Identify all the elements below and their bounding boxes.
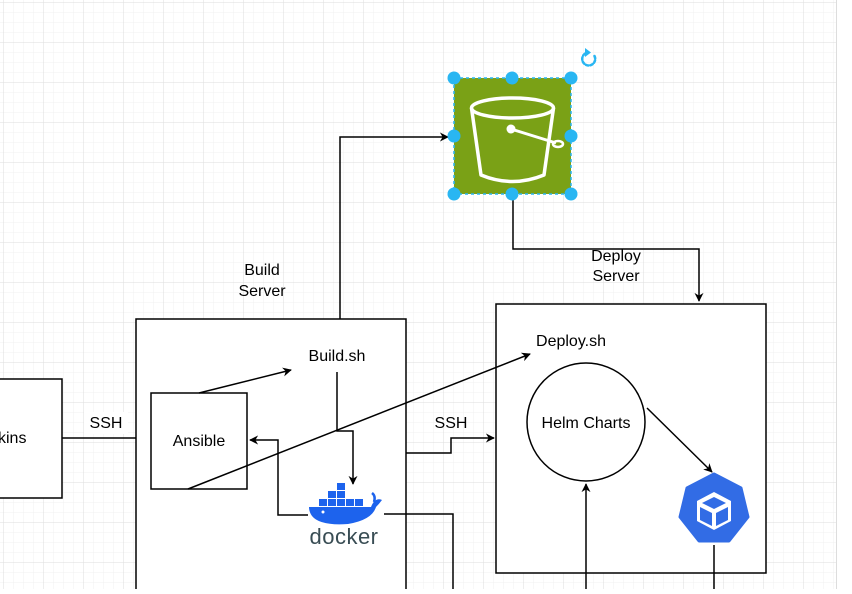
resize-handle-top-right[interactable] <box>564 71 578 85</box>
s3-bucket-icon[interactable] <box>453 77 572 195</box>
helm-to-kubernetes-connector[interactable] <box>646 407 713 473</box>
helm-charts-circle[interactable] <box>526 362 646 482</box>
ansible-to-deploy-sh-connector[interactable] <box>187 352 531 490</box>
docker-to-ansible-connector[interactable] <box>249 435 308 516</box>
resize-handle-bottom-right[interactable] <box>564 187 578 201</box>
deploy-server-label-line1: Deploy <box>591 248 641 265</box>
deploy-server-label-line2: Server <box>592 268 640 285</box>
build-sh-to-docker-connector[interactable] <box>336 372 358 485</box>
s3-to-deploy-connector[interactable] <box>512 196 704 302</box>
resize-handle-bottom[interactable] <box>505 187 519 201</box>
helm-charts-label: Helm Charts <box>542 415 631 432</box>
ssh-right-label: SSH <box>435 415 468 432</box>
build-server-label-line1: Build <box>244 262 280 279</box>
ansible-to-build-sh-connector[interactable] <box>198 367 292 394</box>
docker-whale-icon[interactable]: docker <box>309 483 382 549</box>
resize-handle-bottom-left[interactable] <box>447 187 461 201</box>
ansible-label: Ansible <box>173 433 226 450</box>
build-sh-label[interactable]: Build.sh <box>309 348 366 365</box>
build-to-s3-connector[interactable] <box>339 132 449 319</box>
jenkins-label: kins <box>0 430 26 447</box>
deploy-sh-label[interactable]: Deploy.sh <box>536 333 606 350</box>
ssh-left-label-bg <box>84 412 128 434</box>
docker-label: docker <box>309 524 378 549</box>
selection-handles[interactable] <box>447 71 578 201</box>
ssh-left-label: SSH <box>90 415 123 432</box>
resize-handle-right[interactable] <box>564 129 578 143</box>
docker-outgoing-connector[interactable] <box>384 513 454 594</box>
resize-handle-top[interactable] <box>505 71 519 85</box>
build-to-deploy-connector[interactable] <box>406 433 495 454</box>
vertical-scrollbar[interactable] <box>836 0 852 589</box>
build-server-label-line2: Server <box>238 283 286 300</box>
jenkins-box[interactable] <box>0 378 63 499</box>
rotate-handle-icon[interactable] <box>581 48 597 67</box>
kubernetes-icon[interactable] <box>678 472 750 543</box>
resize-handle-top-left[interactable] <box>447 71 461 85</box>
resize-handle-left[interactable] <box>447 129 461 143</box>
